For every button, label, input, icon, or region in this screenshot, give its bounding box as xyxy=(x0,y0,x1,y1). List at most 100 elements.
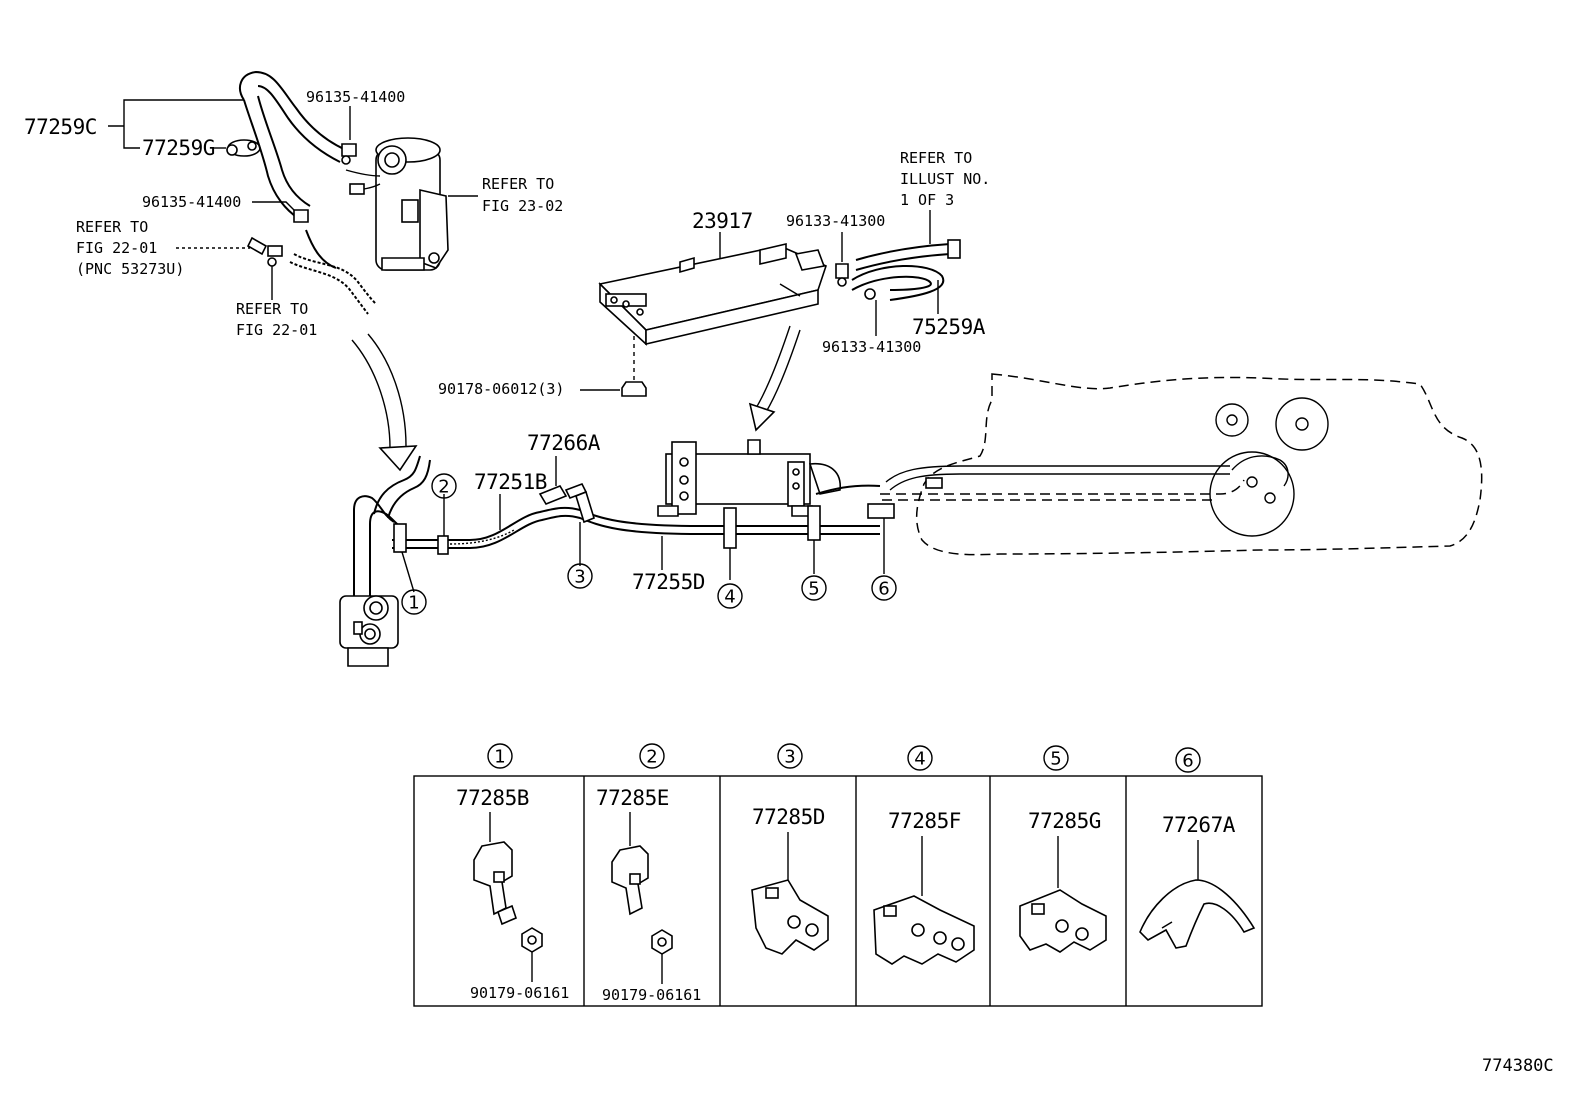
hose-lower-tail xyxy=(305,229,337,269)
nut-90179-06161-b-icon xyxy=(651,929,673,955)
upper-bend-hose-a xyxy=(373,455,421,515)
label-77259C: 77259C xyxy=(24,115,97,139)
detail-6-part-label: 77267A xyxy=(1162,813,1236,837)
label-96133-41300-bot: 96133-41300 xyxy=(822,338,921,356)
detail-header-5: 5 xyxy=(1043,745,1069,771)
arrow-canister-to-line-b xyxy=(755,325,791,409)
svg-text:1: 1 xyxy=(408,593,419,614)
corrugated-line-b xyxy=(293,253,377,305)
fuel-line-assembly: 77266A 77251B 77255D xyxy=(339,431,897,667)
hose-lower-inner xyxy=(257,95,311,207)
clamp-2-icon xyxy=(437,535,449,555)
label-75259A: 75259A xyxy=(912,315,986,339)
svg-text:6: 6 xyxy=(1182,751,1193,772)
clamp-77285D-icon xyxy=(751,879,829,955)
detail-2-nut-label: 90179-06161 xyxy=(602,986,701,1004)
label-refer-fig23-02-line2: FIG 23-02 xyxy=(482,197,563,215)
canister-assembly: 23917 90178-06012(3) 96133-41300 xyxy=(438,149,990,398)
arrow-filter-to-line-b xyxy=(367,333,407,447)
svg-text:4: 4 xyxy=(914,749,925,770)
detail-table-frame xyxy=(413,775,1263,1007)
detail-2-part-label: 77285E xyxy=(596,786,669,810)
label-96135-41400-mid: 96135-41400 xyxy=(142,193,241,211)
bolt-90178-icon xyxy=(621,381,647,397)
main-line-lower xyxy=(391,514,880,550)
clamp-77285F-icon xyxy=(873,895,975,965)
label-refer-illust-line3: 1 OF 3 xyxy=(900,191,954,209)
hose-clip-top-icon xyxy=(341,143,357,165)
callout-2: 2 xyxy=(431,473,457,499)
label-refer-illust-line2: ILLUST NO. xyxy=(900,170,990,188)
label-90178-06012-3: 90178-06012(3) xyxy=(438,380,564,398)
label-23917: 23917 xyxy=(692,209,753,233)
svg-text:3: 3 xyxy=(784,747,795,768)
hose-end-stub-icon xyxy=(246,236,283,267)
callout-4: 4 xyxy=(717,583,743,609)
svg-text:5: 5 xyxy=(808,579,819,600)
canister-installed-icon xyxy=(657,439,881,517)
label-refer-fig23-02-line1: REFER TO xyxy=(482,175,554,193)
hose-77259C-inner xyxy=(257,85,341,163)
label-refer-illust-line1: REFER TO xyxy=(900,149,972,167)
label-refer-fig22-01a-line2: FIG 22-01 xyxy=(76,239,157,257)
fuel-filter-assembly: 77259C 77259G 96135-41400 xyxy=(24,70,563,339)
svg-text:3: 3 xyxy=(574,567,585,588)
clamp-1-icon xyxy=(393,523,407,553)
svg-text:4: 4 xyxy=(724,587,735,608)
hose-clip-mid-icon xyxy=(293,209,309,223)
fuel-tank-outline xyxy=(880,373,1483,556)
hose-lower-outer xyxy=(243,99,299,219)
svg-text:1: 1 xyxy=(494,747,505,768)
arrow-head-left-icon xyxy=(378,445,418,472)
clamp-5-icon xyxy=(807,505,821,541)
detail-3-part-label: 77285D xyxy=(752,805,825,829)
detail-1-part-label: 77285B xyxy=(456,786,529,810)
label-77251B: 77251B xyxy=(474,470,547,494)
hose-77266A-icon xyxy=(538,485,568,505)
cover-77267A-icon xyxy=(1139,879,1256,949)
detail-1-nut-label: 90179-06161 xyxy=(470,984,569,1002)
callout-6: 6 xyxy=(871,575,897,601)
label-96135-41400-top: 96135-41400 xyxy=(306,88,405,106)
label-refer-fig22-01b-line2: FIG 22-01 xyxy=(236,321,317,339)
label-77255D: 77255D xyxy=(632,570,705,594)
callout-3: 3 xyxy=(567,563,593,589)
callout-1: ① 1 xyxy=(401,589,427,615)
label-refer-fig22-01a-line1: REFER TO xyxy=(76,218,148,236)
arrow-filter-to-line xyxy=(351,339,391,449)
fuel-pump-fitting-icon xyxy=(339,595,399,667)
clamp-4-icon xyxy=(723,507,737,549)
hose-75259A-icon xyxy=(851,239,961,301)
tank-connector-icon xyxy=(925,477,943,489)
detail-header-4: 4 xyxy=(907,745,933,771)
clamp-detail-table: 1 2 3 4 5 6 77285B 90179-06161 77285E xyxy=(413,743,1263,1007)
label-77266A: 77266A xyxy=(527,431,601,455)
svg-text:6: 6 xyxy=(878,579,889,600)
svg-text:2: 2 xyxy=(438,477,449,498)
callout-5: 5 xyxy=(801,575,827,601)
clamp-77285G-icon xyxy=(1019,889,1107,953)
detail-5-part-label: 77285G xyxy=(1028,809,1101,833)
clamp-3-icon xyxy=(575,490,595,524)
canister-23917-icon xyxy=(598,242,827,346)
fuel-filter-body-icon xyxy=(345,137,449,271)
arrow-canister-to-line xyxy=(765,329,801,413)
clamp-6-icon xyxy=(867,503,895,519)
svg-text:5: 5 xyxy=(1050,749,1061,770)
label-77259G: 77259G xyxy=(142,136,215,160)
clamp-77259G-icon xyxy=(226,139,261,157)
arrow-head-right-icon xyxy=(748,402,776,432)
detail-header-2: 2 xyxy=(639,743,665,769)
leader-96135-mid xyxy=(252,201,297,213)
hose-clip-96133-top-icon xyxy=(835,263,849,287)
detail-header-6: 6 xyxy=(1175,747,1201,773)
detail-header-1: 1 xyxy=(487,743,513,769)
clamp-77285B-icon xyxy=(473,841,517,926)
corrugated-line-a xyxy=(289,261,369,315)
detail-4-part-label: 77285F xyxy=(888,809,961,833)
leader-callout-1 xyxy=(401,551,415,593)
label-96133-41300-top: 96133-41300 xyxy=(786,212,885,230)
leader-77259C xyxy=(108,99,244,149)
figure-code: 774380C xyxy=(1482,1056,1554,1076)
